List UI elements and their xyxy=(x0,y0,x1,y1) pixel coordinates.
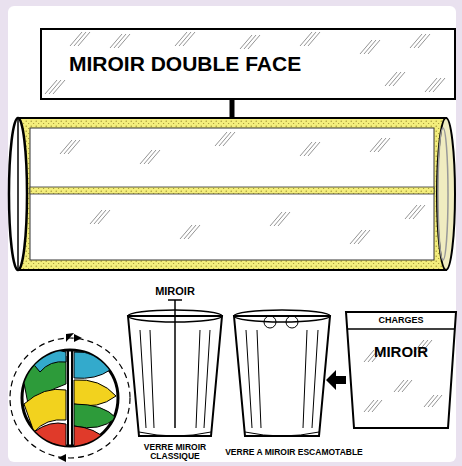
mirror-panel: MIROIR DOUBLE FACE xyxy=(40,28,456,100)
mirror-hatching xyxy=(372,400,382,412)
drum-section xyxy=(10,333,130,462)
mirror-label: MIROIR xyxy=(344,344,458,361)
classic-mirror-glass xyxy=(128,300,222,436)
mirror-callout: MIROIR xyxy=(140,286,210,298)
mirror-hatching xyxy=(45,32,445,94)
glass-caption: VERRE MIROIR CLASSIQUE xyxy=(130,443,220,461)
glass-caption: VERRE A MIROIR ESCAMOTABLE xyxy=(214,448,374,457)
mirror-title: MIROIR DOUBLE FACE xyxy=(66,52,304,75)
mirror-hatching xyxy=(402,380,412,392)
insert-arrow xyxy=(326,370,346,390)
insert-outline xyxy=(344,310,458,438)
removable-mirror-glass xyxy=(234,310,330,436)
mirror-insert: CHARGES MIROIR xyxy=(344,310,458,438)
load-divider xyxy=(347,328,455,330)
insert-outline xyxy=(346,312,456,428)
tube xyxy=(9,118,455,270)
panel-ground xyxy=(8,6,456,462)
mirror-hatching xyxy=(432,395,442,407)
load-label: CHARGES xyxy=(344,316,458,326)
